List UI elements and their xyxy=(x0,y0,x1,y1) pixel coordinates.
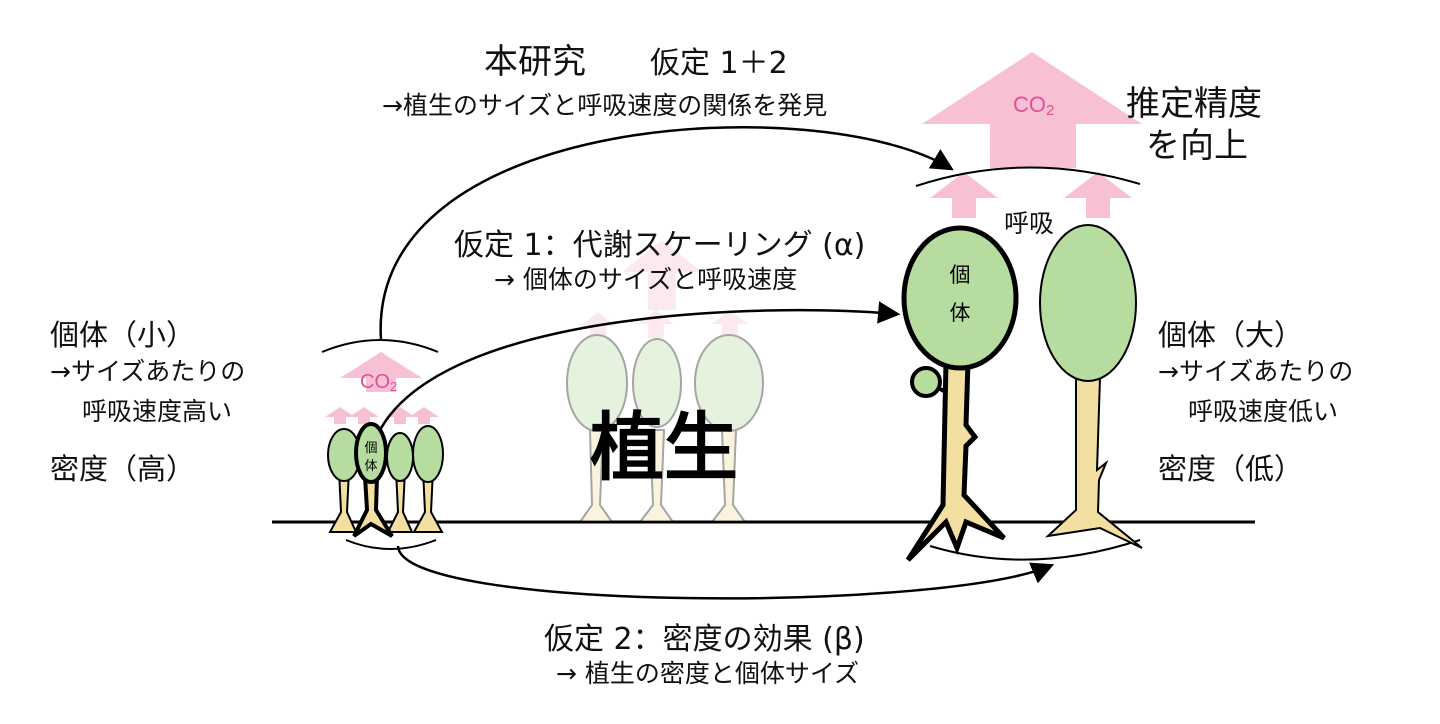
small-arrow-4 xyxy=(409,407,439,424)
large-top-bracket xyxy=(915,166,1141,187)
large-trunk-focus xyxy=(905,359,1006,562)
faded-crown-2 xyxy=(632,338,682,428)
right-title: 個体（大） xyxy=(1158,318,1304,352)
large-arrow-2 xyxy=(1064,172,1132,218)
faded-trunk-2 xyxy=(637,429,675,523)
individual-label-large-1: 個 xyxy=(950,263,971,287)
co2-label-large: CO2 xyxy=(1013,92,1054,119)
faded-vegetation xyxy=(566,240,764,523)
right-density: 密度（低） xyxy=(1158,452,1304,486)
small-trunk-focus xyxy=(352,474,394,538)
title-subtitle: →植生のサイズと呼吸速度の関係を発見 xyxy=(382,91,828,120)
co2-label-small: CO2 xyxy=(360,371,397,394)
arrow-hyp1 xyxy=(378,301,901,431)
hypothesis-2-sub: → 植生の密度と個体サイズ xyxy=(556,659,860,688)
small-tree-cluster xyxy=(321,339,444,550)
left-title: 個体（小） xyxy=(50,318,196,352)
large-arrow-1 xyxy=(930,172,998,218)
faded-crown-3 xyxy=(694,334,764,432)
large-small-crown-focus xyxy=(910,366,942,398)
large-bottom-bracket xyxy=(929,539,1141,561)
faded-arrow-big xyxy=(622,240,702,310)
arrow-hyp2 xyxy=(396,545,1055,600)
individual-label-small-1: 個 xyxy=(364,441,377,456)
hypothesis-1-sub: → 個体のサイズと呼吸速度 xyxy=(494,265,798,294)
left-density: 密度（高） xyxy=(50,452,196,486)
left-line-2: 呼吸速度高い xyxy=(82,397,233,426)
result-line-1: 推定精度 xyxy=(1126,84,1262,124)
large-tree-cluster xyxy=(901,52,1143,562)
vegetation-label: 植生 xyxy=(590,405,738,491)
faded-arrow-2 xyxy=(638,310,674,338)
title-hypothesis: 仮定 1＋2 xyxy=(650,46,788,81)
arrow-hyp12 xyxy=(379,126,954,341)
left-line-1: →サイズあたりの xyxy=(50,357,246,386)
small-crown-focus xyxy=(354,422,388,484)
individual-label-small-2: 体 xyxy=(364,459,377,474)
result-line-2: を向上 xyxy=(1146,126,1248,166)
small-arrow-1 xyxy=(325,407,355,424)
small-top-bracket xyxy=(321,339,439,353)
small-co2-arrow xyxy=(340,352,422,392)
small-crown-4 xyxy=(412,425,444,483)
large-crown-focus xyxy=(901,225,1019,371)
respiration-label: 呼吸 xyxy=(1004,209,1055,238)
large-crown-right xyxy=(1039,224,1137,382)
right-line-2: 呼吸速度低い xyxy=(1188,397,1339,426)
big-co2-arrow xyxy=(922,52,1142,168)
right-line-1: →サイズあたりの xyxy=(1158,357,1354,386)
faded-arrow-3 xyxy=(712,310,748,338)
faded-crown-1 xyxy=(566,334,628,432)
hypothesis-2: 仮定 2：密度の効果 (β) xyxy=(544,622,865,657)
small-crown-3 xyxy=(386,432,414,482)
title-main: 本研究 xyxy=(484,42,586,82)
small-arrow-2 xyxy=(349,407,379,424)
large-trunk-right xyxy=(1044,377,1143,549)
faded-trunk-1 xyxy=(578,429,614,523)
individual-label-large-2: 体 xyxy=(950,301,971,325)
hypothesis-1: 仮定 1：代謝スケーリング (α) xyxy=(454,228,866,263)
small-bottom-bracket xyxy=(345,539,437,550)
small-arrow-3 xyxy=(385,407,415,424)
faded-trunk-3 xyxy=(709,429,747,523)
